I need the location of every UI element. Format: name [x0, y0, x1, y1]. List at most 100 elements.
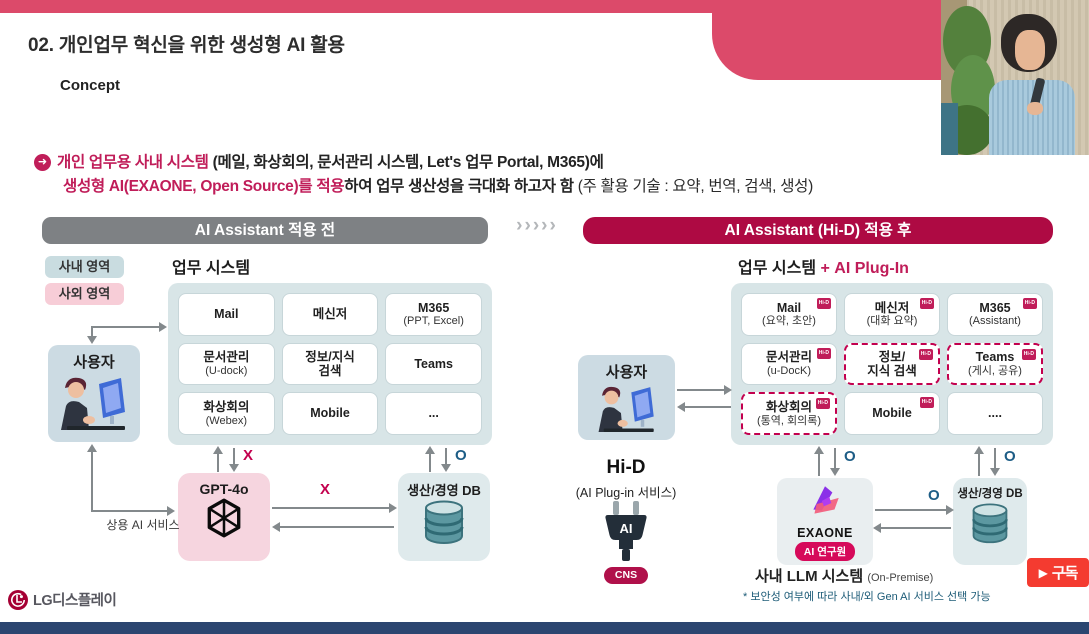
line	[272, 507, 392, 509]
exaone-label: EXAONE	[797, 526, 853, 540]
before-db-box: 생산/경영 DB	[398, 473, 490, 561]
line	[91, 446, 93, 512]
line	[91, 326, 93, 342]
arrowhead-left-icon	[677, 402, 685, 412]
page-subtitle: Concept	[60, 77, 120, 94]
line	[978, 450, 980, 476]
gpt4o-label: GPT-4o	[199, 481, 249, 497]
arrowhead-right-icon	[724, 385, 732, 395]
hid-badge-icon: Hi-D	[1020, 347, 1037, 361]
onpremise-label: (On-Premise)	[867, 572, 934, 584]
before-cell-meeting: 화상회의(Webex)	[178, 392, 275, 435]
line	[834, 448, 836, 472]
ai-lab-badge: AI 연구원	[794, 542, 856, 561]
bottom-navy-bar	[0, 622, 1089, 634]
bullet-line-1: 개인 업무용 사내 시스템 (메일, 화상회의, 문서관리 시스템, Let's…	[57, 150, 604, 172]
line	[91, 510, 170, 512]
hid-badge-icon: Hi-D	[814, 397, 831, 411]
legend-internal: 사내 영역	[45, 256, 124, 278]
line	[677, 389, 727, 391]
subscribe-label: 구독	[1051, 565, 1079, 582]
after-system-title: 업무 시스템 + AI Plug-In	[738, 260, 909, 277]
line	[818, 450, 820, 476]
hid-badge-icon: Hi-D	[815, 297, 832, 310]
mark-x-grid-gpt: X	[243, 447, 254, 464]
ai-plug-icon: AI	[605, 501, 647, 561]
page-title: 02. 개인업무 혁신을 위한 생성형 AI 활용	[28, 35, 345, 56]
before-system-title: 업무 시스템	[172, 260, 251, 277]
hid-subtitle: (AI Plug-in 서비스)	[575, 486, 677, 500]
arrowhead-up-icon	[814, 446, 824, 454]
second-person-shoulder	[941, 103, 958, 155]
bullet-line2-bold: 하여 업무 생산성을 극대화 하고자 함	[344, 178, 578, 195]
before-cell-teams: Teams	[385, 342, 482, 386]
hid-title: Hi-D	[606, 457, 646, 478]
lg-display-text: LG디스플레이	[33, 593, 117, 609]
exaone-logo-icon	[813, 486, 839, 514]
header-after: AI Assistant (Hi-D) 적용 후	[583, 217, 1053, 244]
line	[276, 526, 394, 528]
cns-badge: CNS	[604, 567, 648, 584]
before-cell-mobile: Mobile	[281, 392, 379, 435]
line	[429, 450, 431, 472]
arrowhead-down-icon	[87, 336, 97, 344]
user-at-computer-icon	[61, 377, 125, 430]
mark-o-grid-db2: O	[1004, 448, 1016, 465]
after-user-box: 사용자	[578, 355, 675, 440]
before-cell-m365: M365(PPT, Excel)	[385, 293, 482, 336]
arrowhead-up-icon	[213, 446, 223, 454]
security-footnote: * 보안성 여부에 따라 사내/외 Gen AI 서비스 선택 가능	[743, 591, 991, 603]
chevrons-icon: ›››››	[516, 215, 558, 236]
hid-badge-icon: Hi-D	[918, 396, 935, 410]
arrowhead-down-icon	[830, 468, 840, 476]
hid-badge-icon: Hi-D	[815, 346, 832, 360]
arrowhead-right-icon	[389, 503, 397, 513]
arrowhead-right-icon	[159, 322, 167, 332]
lg-display-logo: LG디스플레이	[8, 589, 117, 610]
bullet-line1-rest: (메일, 화상회의, 문서관리 시스템, Let's 업무 Portal, M3…	[212, 154, 604, 171]
line	[217, 450, 219, 472]
bullet-line2-highlight: 생성형 AI(EXAONE, Open Source)를 적용	[63, 178, 345, 195]
arrowhead-right-icon	[946, 505, 954, 515]
line	[877, 527, 951, 529]
after-db-box: 생산/경영 DB	[953, 478, 1027, 565]
arrowhead-up-icon	[87, 444, 97, 452]
before-cell-mail: Mail	[178, 293, 275, 336]
arrowhead-up-icon	[425, 446, 435, 454]
openai-logo-icon	[207, 498, 241, 538]
before-cell-messenger: 메신저	[281, 293, 379, 336]
line	[994, 448, 996, 472]
after-user-label: 사용자	[605, 364, 648, 381]
svg-text:AI: AI	[620, 521, 633, 536]
play-icon: ▶	[1038, 565, 1048, 580]
database-icon	[972, 503, 1008, 544]
arrowhead-left-icon	[272, 522, 280, 532]
gpt4o-box: GPT-4o	[178, 473, 270, 561]
mark-x-gpt-db: X	[320, 481, 331, 498]
webcam-overlay	[941, 0, 1089, 155]
line	[233, 448, 235, 468]
lg-symbol-icon	[8, 589, 28, 610]
mark-o-exaone-db: O	[928, 487, 940, 504]
presenter-hand	[1027, 102, 1043, 115]
arrowhead-down-icon	[229, 464, 239, 472]
subscribe-button[interactable]: ▶ 구독	[1025, 556, 1089, 589]
arrowhead-down-icon	[990, 468, 1000, 476]
line	[445, 448, 447, 468]
bullet-arrow-icon: ➜	[34, 154, 51, 171]
bullet-line1-highlight: 개인 업무용 사내 시스템	[57, 154, 213, 171]
header-before: AI Assistant 적용 전	[42, 217, 488, 244]
ai-plugin-suffix: + AI Plug-In	[816, 260, 909, 277]
before-cell-docs: 문서관리(U-dock)	[178, 342, 275, 386]
llm-system-label: 사내 LLM 시스템 (On-Premise)	[755, 568, 934, 585]
before-user-box: 사용자	[48, 345, 140, 442]
hid-badge-icon: Hi-D	[917, 347, 934, 361]
